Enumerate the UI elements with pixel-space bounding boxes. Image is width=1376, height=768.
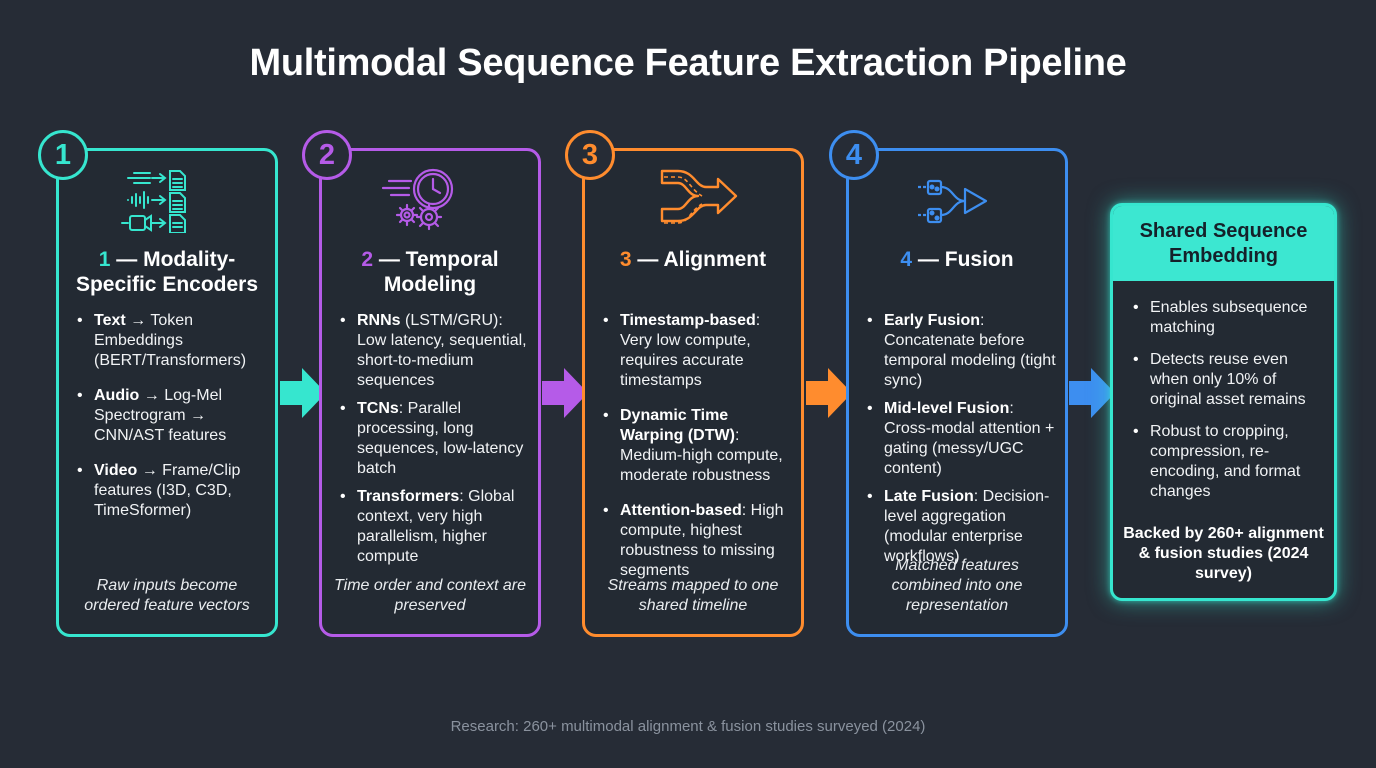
list-item: Mid-level Fusion: Cross-modal attention … (865, 399, 1057, 479)
list-item: Timestamp-based: Very low compute, requi… (601, 311, 793, 391)
stage-title: 4 — Fusion (900, 248, 1014, 271)
list-item: TCNs: Parallel processing, long sequence… (338, 399, 530, 479)
list-item: Audio → Log-Mel Spectrogram → CNN/AST fe… (75, 386, 267, 446)
list-item: Attention-based: High compute, highest r… (601, 501, 793, 581)
stage-card-fusion: 4 — Fusion Early Fusion: Concatenate bef… (846, 148, 1068, 637)
stage-number-badge: 4 (829, 130, 879, 180)
flow-arrow-icon (280, 368, 326, 418)
flow-arrow-icon (806, 368, 852, 418)
stage-card-temporal: 2 — Temporal Modeling RNNs (LSTM/GRU): L… (319, 148, 541, 637)
list-item: Transformers: Global context, very high … (338, 487, 530, 567)
output-card-shared-embedding: Shared Sequence Embedding Enables subseq… (1110, 203, 1337, 601)
stage-number-badge: 2 (302, 130, 352, 180)
list-item: RNNs (LSTM/GRU): Low latency, sequential… (338, 311, 530, 391)
flow-arrow-icon (542, 368, 588, 418)
merging-roads-icon (660, 169, 738, 224)
fusion-icon (918, 179, 988, 224)
stage-caption: Raw inputs become ordered feature vector… (84, 577, 250, 614)
stage-card-encoders: 1 — Modality-Specific Encoders Text → To… (56, 148, 278, 637)
stage-number-badge: 1 (38, 130, 88, 180)
stage-title: 2 — Temporal Modeling (361, 248, 499, 296)
modality-encoders-icon (121, 170, 186, 233)
list-item: Video → Frame/Clip features (I3D, C3D, T… (75, 461, 267, 521)
list-item: Early Fusion: Concatenate before tempora… (865, 311, 1057, 391)
stage-title: 3 — Alignment (619, 248, 767, 271)
list-item: Text → Token Embeddings (BERT/Transforme… (75, 311, 267, 371)
list-item: Detects reuse even when only 10% of orig… (1131, 350, 1324, 410)
stage-points: RNNs (LSTM/GRU): Low latency, sequential… (338, 311, 530, 575)
stage-card-alignment: 3 — Alignment Timestamp-based: Very low … (582, 148, 804, 637)
stage-number-badge: 3 (565, 130, 615, 180)
clock-gears-icon (381, 168, 454, 231)
list-item: Enables subsequence matching (1131, 298, 1324, 338)
list-item: Dynamic Time Warping (DTW): Medium-high … (601, 406, 793, 486)
stage-points: Early Fusion: Concatenate before tempora… (865, 311, 1057, 575)
stage-caption: Matched features combined into one repre… (891, 557, 1023, 614)
stage-caption: Streams mapped to one shared timeline (607, 577, 779, 614)
output-points: Enables subsequence matching Detects reu… (1131, 298, 1324, 514)
footer-note: Research: 260+ multimodal alignment & fu… (450, 718, 926, 735)
flow-arrow-icon (1069, 368, 1115, 418)
list-item: Late Fusion: Decision-level aggregation … (865, 487, 1057, 567)
stage-caption: Time order and context are preserved (334, 577, 526, 614)
output-title: Shared Sequence Embedding (1113, 206, 1334, 281)
stage-title: 1 — Modality-Specific Encoders (75, 248, 259, 296)
page-title: Multimodal Sequence Feature Extraction P… (249, 42, 1127, 84)
output-note: Backed by 260+ alignment & fusion studie… (1123, 525, 1324, 582)
stage-points: Text → Token Embeddings (BERT/Transforme… (75, 311, 267, 536)
list-item: Robust to cropping, compression, re-enco… (1131, 422, 1324, 502)
stage-points: Timestamp-based: Very low compute, requi… (601, 311, 793, 596)
